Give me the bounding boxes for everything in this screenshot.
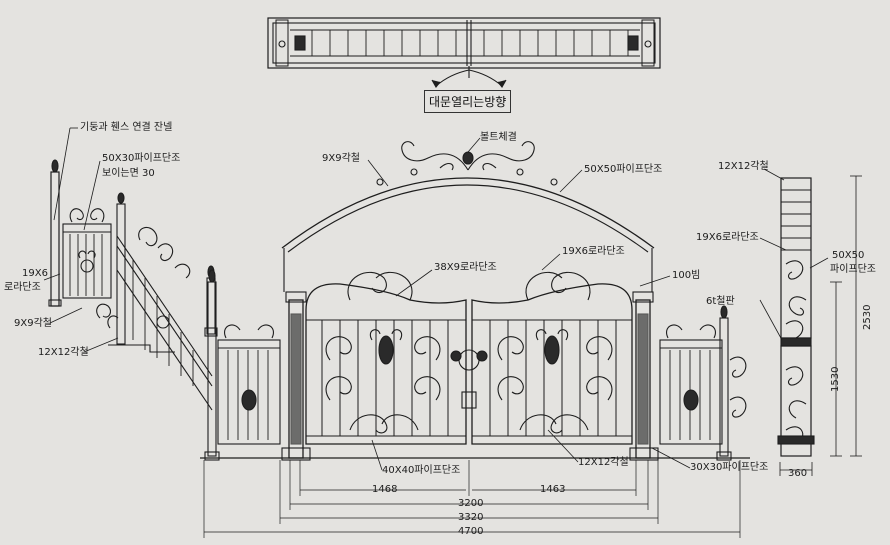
flat-19x6-sub-label: 로라단조	[4, 282, 41, 293]
flat-38x9-label: 38X9로라단조	[434, 262, 497, 273]
beam-100-label: 100빔	[672, 270, 701, 281]
dim-side-height: 2530	[862, 304, 873, 330]
bar-12x12-side-label: 12X12각철	[718, 161, 769, 172]
pipe-30x30-label: 30X30파이프단조	[690, 462, 769, 473]
dim-right-leaf: 1463	[540, 484, 566, 495]
plan-view	[267, 17, 661, 88]
bar-12x12-gate-label: 12X12각철	[578, 457, 629, 468]
dim-side-width: 360	[788, 468, 808, 479]
opening-direction-label: 대문열리는방향	[424, 90, 512, 113]
bar-9x9-left-label: 9X9각철	[14, 318, 52, 329]
pipe-50x50-side-sub-label: 파이프단조	[830, 264, 876, 275]
top-arch	[281, 137, 655, 253]
side-fences	[204, 269, 747, 461]
pipe-50x50-arch-label: 50X50파이프단조	[584, 164, 663, 175]
post-fence-panel-label: 기둥과 휀스 연결 잔넬	[80, 122, 173, 133]
dim-side-lower: 1530	[830, 366, 841, 392]
dim-overall: 4700	[458, 526, 484, 537]
flat-19x6-gate-label: 19X6로라단조	[562, 246, 625, 257]
bolt-label: 볼트체결	[480, 132, 517, 143]
flat-19x6-label: 19X6	[22, 268, 48, 279]
flat-19x6-side-label: 19X6로라단조	[696, 232, 759, 243]
dim-post-to-post: 3320	[458, 512, 484, 523]
bar-9x9-arch-label: 9X9각철	[322, 153, 360, 164]
ground-and-dimensions	[200, 457, 750, 538]
right-side-elevation	[759, 168, 862, 476]
dim-gate-opening: 3200	[458, 498, 484, 509]
pipe-40x40-label: 40X40파이프단조	[382, 465, 461, 476]
pipe-50x50-side-label: 50X50	[832, 250, 865, 261]
pipe-50x30-sub-label: 보이는면 30	[102, 168, 155, 179]
gate-posts	[281, 248, 659, 461]
gate-leaves	[305, 253, 691, 471]
left-stair-elevation	[43, 127, 218, 411]
bar-12x12-left-label: 12X12각철	[38, 347, 89, 358]
pipe-50x30-label: 50X30파이프단조	[102, 153, 181, 164]
dim-left-leaf: 1468	[372, 484, 398, 495]
plate-6t-label: 6t철판	[706, 296, 735, 307]
